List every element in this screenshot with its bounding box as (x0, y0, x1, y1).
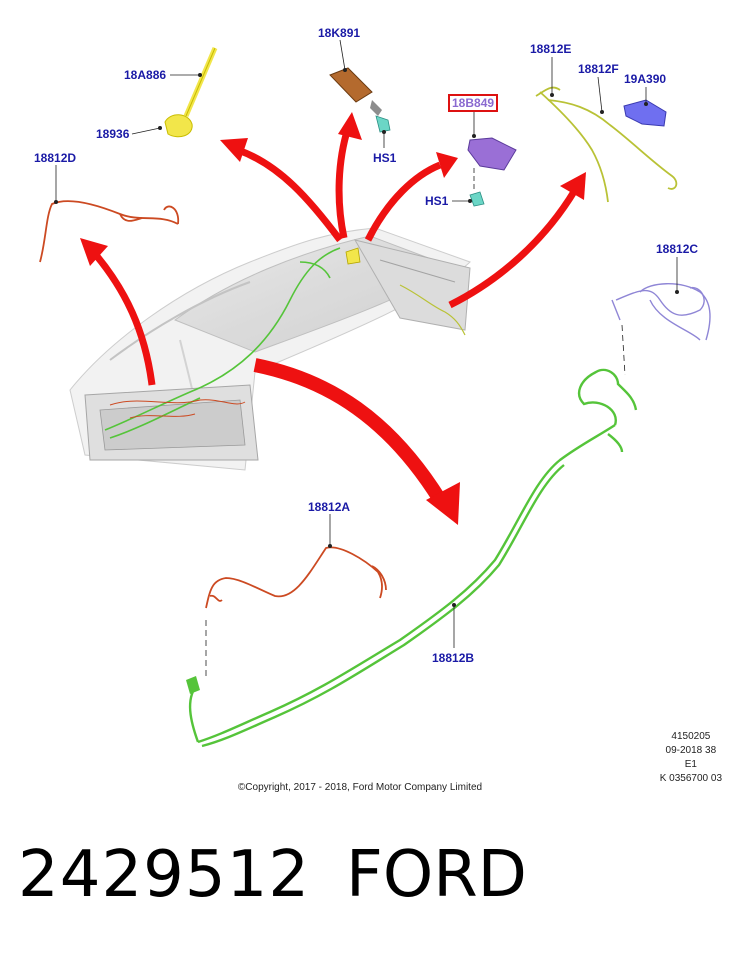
leader-18K891 (339, 39, 346, 71)
harness-18812C (611, 283, 711, 341)
harness-18812B-connector (186, 676, 200, 694)
callout-18812A: 18812A (308, 500, 351, 514)
leader-18812F (597, 76, 603, 113)
vehicle-harness-olive (399, 284, 466, 336)
meta-line-4: K 0356700 03 (659, 773, 722, 784)
copyright-notice: ©Copyright, 2017 - 2018, Ford Motor Comp… (237, 782, 483, 793)
brand-name: FORD (346, 838, 527, 912)
arrow-to-18812E (448, 172, 586, 309)
module-18K891 (329, 67, 391, 133)
meta-line-1: 4150205 (671, 731, 711, 742)
vehicle-harness-orange (109, 399, 246, 419)
callout-19A390: 19A390 (624, 72, 667, 86)
wiring-diagram (39, 39, 711, 748)
drawing-metadata: 4150205 09-2018 38 E1 K 0356700 03 (660, 730, 722, 786)
callout-18B849: 18B849 (448, 94, 499, 112)
arrow-to-18B849 (364, 152, 458, 242)
antenna-18A886 (164, 47, 218, 138)
callout-18812F: 18812F (578, 62, 619, 76)
callout-18812C: 18812C (656, 242, 699, 256)
part-number: 2429512 (18, 838, 311, 912)
vehicle-antenna-module (345, 247, 361, 265)
harness-18812E-F (535, 86, 678, 203)
callout-18812E: 18812E (530, 42, 572, 56)
meta-line-3: E1 (684, 759, 697, 770)
callout-18A886: 18A886 (124, 68, 167, 82)
module-18B849 (467, 137, 517, 207)
dash-18812C (621, 324, 626, 376)
arrow-to-18812B (253, 358, 460, 525)
callout-HS1-upper: HS1 (373, 151, 397, 165)
meta-line-2: 09-2018 38 (665, 745, 717, 756)
harness-18812A (205, 546, 387, 609)
callout-18812B: 18812B (432, 651, 475, 665)
arrow-to-18812D (80, 238, 156, 386)
callout-18812D: 18812D (34, 151, 77, 165)
arrow-to-18K891 (335, 112, 362, 239)
callout-HS1-lower: HS1 (425, 194, 449, 208)
arrow-to-antenna (220, 138, 343, 243)
vehicle-body (69, 227, 471, 471)
harness-18812B (188, 368, 638, 748)
callout-18936: 18936 (96, 127, 130, 141)
callout-18K891: 18K891 (318, 26, 361, 40)
harness-18812D (39, 200, 180, 263)
leader-18936 (131, 127, 161, 135)
